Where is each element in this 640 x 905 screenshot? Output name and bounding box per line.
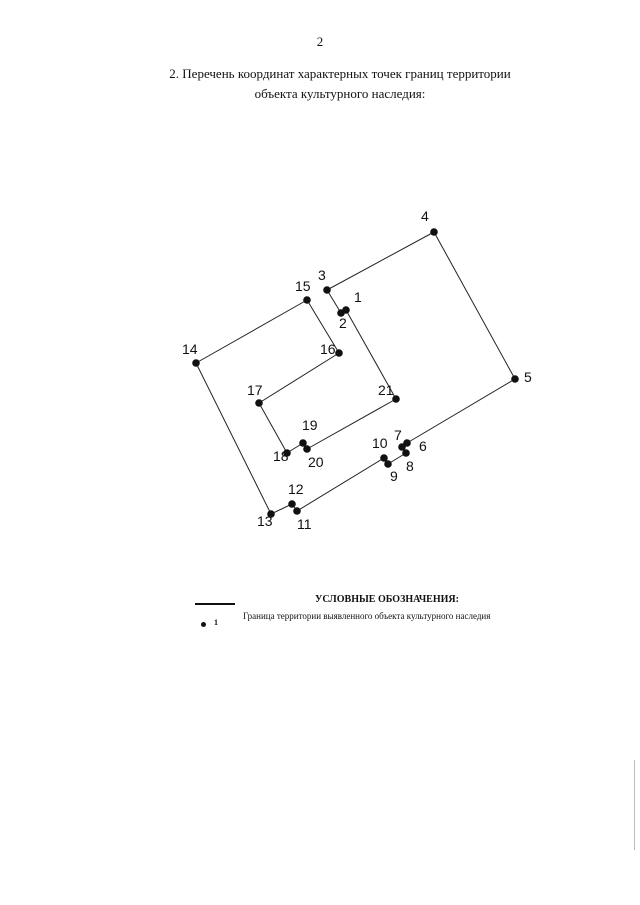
boundary-segment-16-17 bbox=[258, 352, 340, 404]
boundary-segment-2-3 bbox=[326, 289, 342, 314]
boundary-point-17 bbox=[255, 399, 263, 407]
boundary-segment-5-6 bbox=[406, 378, 516, 444]
boundary-point-13 bbox=[267, 510, 275, 518]
boundary-point-12 bbox=[288, 500, 296, 508]
boundary-point-label-5: 5 bbox=[524, 369, 532, 385]
boundary-point-label-15: 15 bbox=[295, 278, 311, 294]
boundary-segment-14-15 bbox=[195, 299, 308, 364]
boundary-point-label-17: 17 bbox=[247, 382, 263, 398]
boundary-point-label-20: 20 bbox=[308, 454, 324, 470]
boundary-point-label-12: 12 bbox=[288, 481, 304, 497]
legend-boundary-label: Граница территории выявленного объекта к… bbox=[243, 611, 491, 621]
boundary-point-label-4: 4 bbox=[421, 208, 429, 224]
boundary-point-label-3: 3 bbox=[318, 267, 326, 283]
boundary-point-8 bbox=[402, 449, 410, 457]
boundary-point-label-11: 11 bbox=[297, 516, 312, 532]
boundary-point-15 bbox=[303, 296, 311, 304]
boundary-point-label-13: 13 bbox=[257, 513, 273, 529]
boundary-point-label-18: 18 bbox=[273, 448, 289, 464]
boundary-point-14 bbox=[192, 359, 200, 367]
boundary-segment-4-5 bbox=[433, 231, 516, 380]
boundary-point-label-19: 19 bbox=[302, 417, 318, 433]
boundary-segment-13-14 bbox=[195, 362, 272, 515]
page-heading-line-2: объекта культурного наследия: bbox=[254, 86, 426, 101]
boundary-point-20 bbox=[303, 445, 311, 453]
page-heading-line-1: 2. Перечень координат характерных точек … bbox=[169, 66, 511, 81]
boundary-segment-17-18 bbox=[258, 402, 288, 454]
boundary-point-label-6: 6 bbox=[419, 438, 427, 454]
legend-point-label: 1 bbox=[214, 618, 218, 627]
boundary-segment-20-21 bbox=[306, 398, 397, 450]
boundary-segment-10-11 bbox=[296, 457, 385, 512]
boundary-point-label-9: 9 bbox=[390, 468, 398, 484]
legend-boundary-line-symbol bbox=[195, 603, 235, 605]
boundary-point-label-7: 7 bbox=[394, 427, 402, 443]
boundary-segment-3-4 bbox=[326, 231, 435, 291]
boundary-point-9 bbox=[384, 460, 392, 468]
boundary-point-11 bbox=[293, 507, 301, 515]
boundary-point-2 bbox=[337, 309, 345, 317]
boundary-point-label-16: 16 bbox=[320, 341, 336, 357]
boundary-point-7 bbox=[398, 443, 406, 451]
boundary-points bbox=[192, 228, 519, 518]
boundary-point-label-2: 2 bbox=[339, 315, 347, 331]
boundary-point-19 bbox=[299, 439, 307, 447]
boundary-point-18 bbox=[283, 449, 291, 457]
boundary-point-label-8: 8 bbox=[406, 458, 414, 474]
boundary-segment-15-16 bbox=[306, 299, 340, 354]
boundary-point-3 bbox=[323, 286, 331, 294]
page-number: 2 bbox=[316, 34, 324, 49]
boundary-point-10 bbox=[380, 454, 388, 462]
legend-point-symbol bbox=[201, 622, 206, 627]
boundary-point-label-21: 21 bbox=[378, 382, 394, 398]
boundary-point-21 bbox=[392, 395, 400, 403]
boundary-segment-21-1 bbox=[345, 309, 397, 400]
legend-title: УСЛОВНЫЕ ОБОЗНАЧЕНИЯ: bbox=[315, 594, 459, 605]
boundary-point-16 bbox=[335, 349, 343, 357]
boundary-point-4 bbox=[430, 228, 438, 236]
scan-edge-mark bbox=[634, 760, 635, 850]
boundary-segment-12-13 bbox=[270, 503, 293, 515]
boundary-point-label-14: 14 bbox=[182, 341, 198, 357]
boundary-lines bbox=[195, 231, 516, 515]
boundary-point-5 bbox=[511, 375, 519, 383]
boundary-point-label-1: 1 bbox=[354, 289, 362, 305]
boundary-point-label-10: 10 bbox=[372, 435, 388, 451]
